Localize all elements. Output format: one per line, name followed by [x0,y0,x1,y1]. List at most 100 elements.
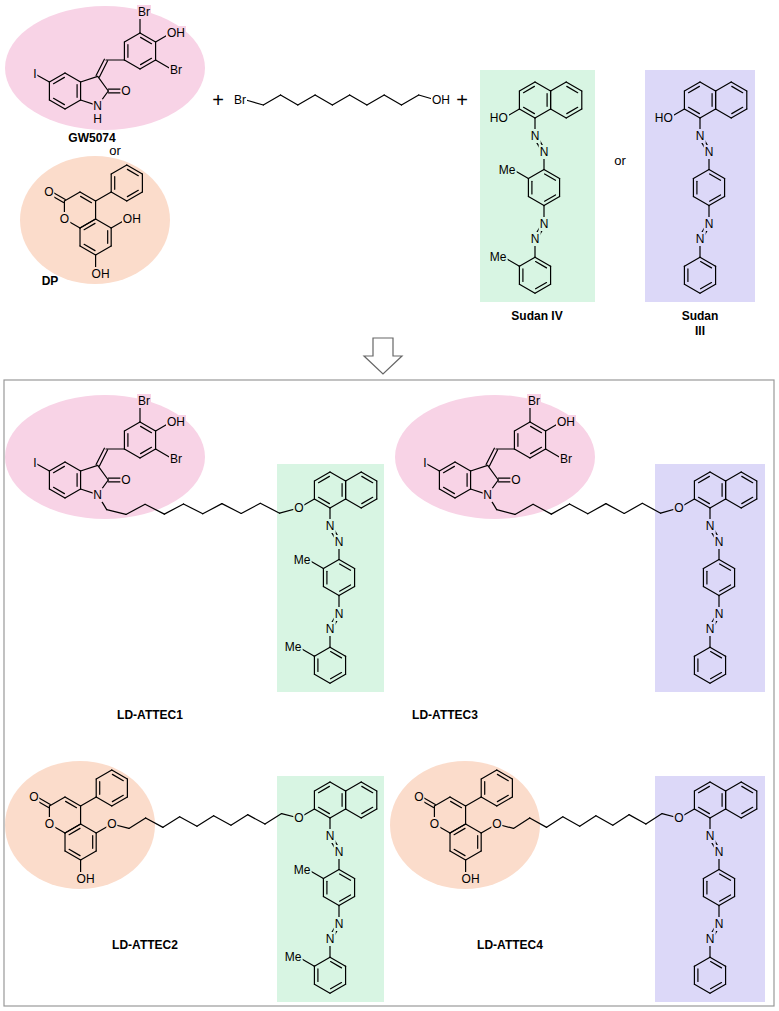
bond [111,192,127,201]
bond [703,560,719,569]
bond [141,58,152,64]
or-text: or [109,144,121,157]
bond [323,560,339,569]
bond [96,246,112,255]
bond [139,17,140,33]
bond [517,434,518,447]
bond [318,476,329,482]
bond [694,499,710,508]
bond [710,809,726,818]
bond [700,82,716,91]
bond [164,504,183,514]
bond [314,957,330,966]
atom-label: N [704,217,715,231]
bond [450,797,466,806]
atom-label: OH [122,212,142,226]
bond [546,94,547,107]
bond [550,91,551,109]
atom-label: O [429,817,440,831]
bond [720,564,731,570]
bond [522,269,523,282]
bond [700,257,716,266]
bond [401,95,418,105]
atom-label: Br [137,5,151,19]
bond [720,874,731,880]
bond [65,462,81,471]
bond [127,434,128,447]
bond [726,809,742,818]
bond [127,779,128,797]
bond [455,489,471,498]
bond [588,504,606,514]
bond [214,816,231,825]
bond [140,60,156,69]
bond [323,569,324,587]
bond [298,95,315,105]
bond [330,499,346,508]
bond [49,489,65,498]
bond [726,472,742,481]
bond [65,851,81,860]
bond [466,851,482,860]
bond [96,797,112,806]
bond [127,165,143,174]
bond [567,107,578,113]
bond [719,587,735,596]
bond [725,791,726,809]
atom-label: N [92,99,103,113]
bond [711,983,722,989]
atom-label: Me [293,553,312,567]
bond [531,447,542,453]
bond [345,966,346,984]
bond [488,465,499,480]
bond [314,674,330,683]
bond [65,824,81,833]
bond [497,795,508,801]
bond [567,86,578,92]
atom-label: N [695,232,706,246]
bond [339,897,355,906]
bond [318,807,329,813]
bond [53,77,64,83]
bond [81,465,98,471]
bond [709,170,725,179]
bond [127,169,138,175]
bond [731,109,747,118]
atom-label: HO [489,111,509,125]
bond [340,874,351,880]
bond [531,426,542,432]
bond [684,284,700,293]
bond [361,782,377,791]
bond [710,195,721,201]
atom-label: N [714,917,725,931]
bond [231,815,248,826]
bond [346,472,362,481]
bond [742,497,753,503]
bond [703,587,719,596]
bond [742,807,753,813]
bond [726,782,742,791]
bond [317,659,318,672]
bond [330,809,346,818]
bond [49,797,65,806]
bond [706,571,707,584]
bond [96,59,104,75]
bond [533,504,551,514]
bond [519,82,535,91]
bond [99,61,107,77]
bond [203,504,222,514]
bond [323,870,339,879]
bond [497,774,508,780]
bond [529,406,530,422]
bond [53,466,64,472]
bond [746,91,747,109]
bond [715,266,716,284]
bond [477,836,478,849]
bond [81,196,92,202]
bond [486,448,494,464]
bond [124,449,140,458]
bond [624,503,642,513]
bond [732,107,743,113]
atom-label: O [673,501,684,515]
bond [531,181,532,194]
